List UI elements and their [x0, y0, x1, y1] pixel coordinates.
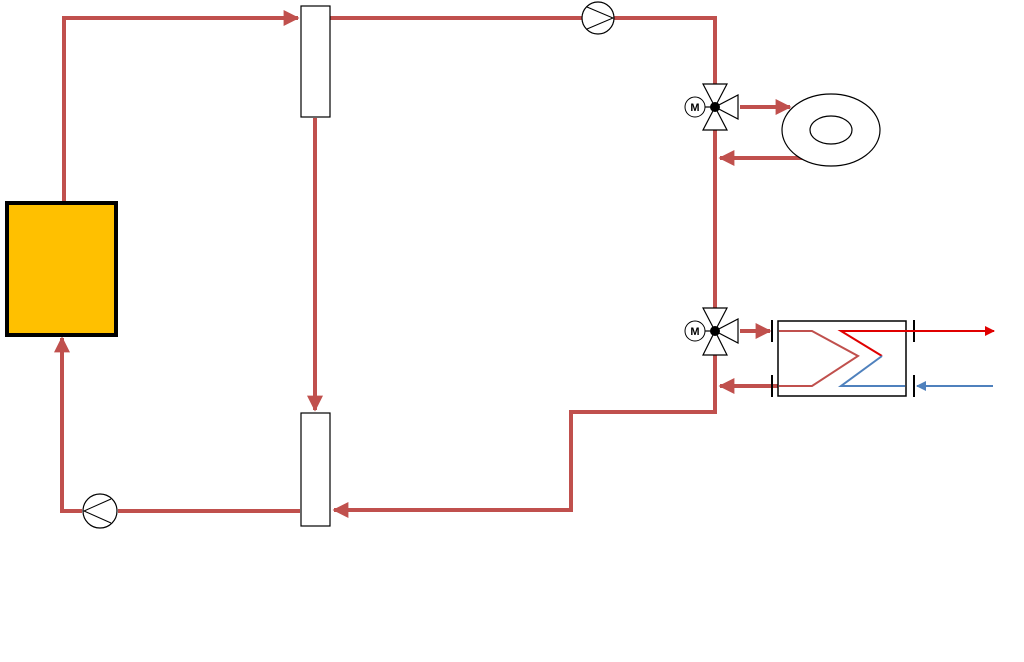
motor-label: M — [690, 102, 699, 114]
pipe-boiler-supply — [62, 10, 300, 203]
pipe-boiler-return-up — [54, 336, 82, 513]
exchanger-cold-path — [837, 355, 905, 387]
radiator-coil-icon — [781, 93, 881, 167]
pipe-network — [54, 10, 808, 518]
heat-exchanger-icon — [771, 320, 915, 397]
exchanger-hot-path — [837, 330, 905, 357]
pump-icon — [82, 493, 118, 529]
three-way-valve-icon — [702, 307, 739, 356]
motor-label: M — [690, 326, 699, 338]
pump-icon — [581, 1, 615, 35]
hydraulic-separator-top — [300, 5, 331, 118]
pipe-secondary-return — [332, 355, 717, 518]
motor-icon: M — [684, 320, 706, 342]
exchanger-primary-path — [779, 330, 860, 387]
hydraulic-separator-bottom — [300, 412, 331, 527]
motor-icon: M — [684, 96, 706, 118]
pipe-secondary-supply — [330, 16, 717, 88]
boiler — [5, 201, 118, 337]
three-way-valve-icon — [702, 83, 739, 131]
